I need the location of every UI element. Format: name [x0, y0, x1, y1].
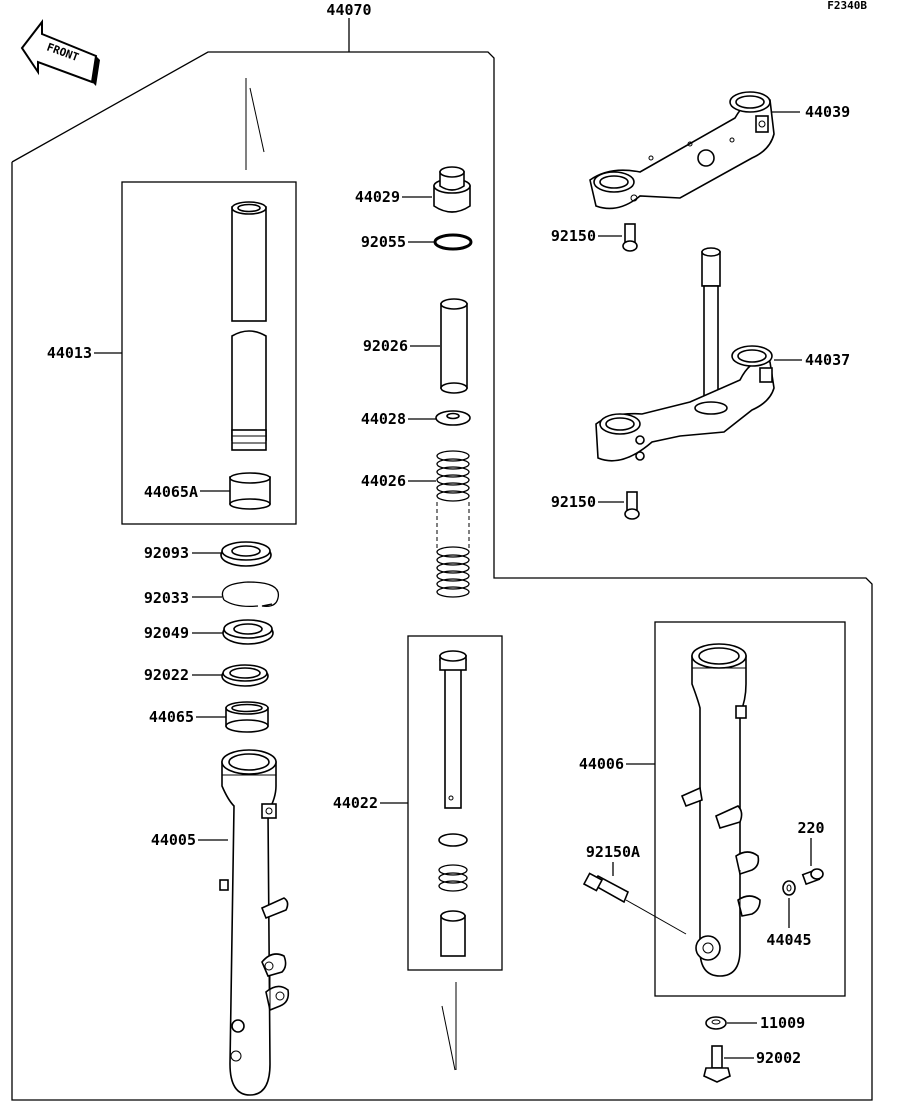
callout-44013: 44013	[47, 344, 92, 362]
callout-44028: 44028	[361, 410, 406, 428]
inner-tube-part	[231, 201, 267, 451]
callout-44037: 44037	[805, 351, 850, 369]
callout-44006: 44006	[579, 755, 624, 773]
upper-clamp-44039-part	[589, 91, 775, 210]
o-ring-92055-part	[433, 233, 473, 251]
spring-44026-part	[436, 450, 470, 598]
bolt-92150-mid-part	[624, 491, 640, 520]
callout-92055: 92055	[361, 233, 406, 251]
callout-92022: 92022	[144, 666, 189, 684]
inner-tube-box	[121, 181, 297, 525]
washer-44045-part	[782, 880, 796, 896]
circlip-92033-part	[221, 581, 280, 608]
callout-92150-mid: 92150	[551, 493, 596, 511]
bolt-92150A-part	[582, 872, 630, 904]
assembly-boundary	[11, 51, 873, 1101]
lower-clamp-44037-part	[595, 247, 775, 462]
callout-44045: 44045	[766, 931, 811, 949]
callout-92049: 92049	[144, 624, 189, 642]
callout-92150-top: 92150	[551, 227, 596, 245]
front-arrow-icon: FRONT	[20, 19, 100, 86]
callout-92033: 92033	[144, 589, 189, 607]
callout-92093: 92093	[144, 544, 189, 562]
callout-92150A: 92150A	[586, 843, 640, 861]
diagram-code: F2340B	[827, 0, 867, 12]
washer-92022-part	[221, 664, 269, 687]
callout-92026: 92026	[363, 337, 408, 355]
outer-tube-44006-part	[680, 643, 761, 977]
bolt-92002-part	[703, 1045, 731, 1083]
bolt-92150-top-part	[622, 223, 638, 252]
outer-tube-box	[654, 621, 846, 997]
callout-44005: 44005	[151, 831, 196, 849]
oil-seal-92093-part	[220, 541, 272, 567]
callout-220: 220	[797, 819, 824, 837]
callout-11009: 11009	[760, 1014, 805, 1032]
callout-44065: 44065	[149, 708, 194, 726]
callout-44039: 44039	[805, 103, 850, 121]
bushing-44065A-part	[229, 472, 271, 510]
washer-11009-part	[705, 1016, 727, 1030]
outer-tube-44005-part	[219, 749, 290, 1096]
callout-44029: 44029	[355, 188, 400, 206]
callout-44022: 44022	[333, 794, 378, 812]
cap-bolt-44029-part	[433, 166, 471, 213]
washer-44028-part	[435, 410, 471, 426]
callout-44065A: 44065A	[144, 483, 198, 501]
bushing-44065-part	[225, 701, 269, 733]
collar-92026-part	[440, 298, 468, 394]
callout-92002: 92002	[756, 1049, 801, 1067]
callout-44026: 44026	[361, 472, 406, 490]
oil-seal-92049-part	[222, 619, 274, 645]
bolt-220-part	[801, 868, 824, 886]
damper-rod-44022-part	[438, 650, 468, 957]
callout-44070: 44070	[326, 1, 371, 19]
